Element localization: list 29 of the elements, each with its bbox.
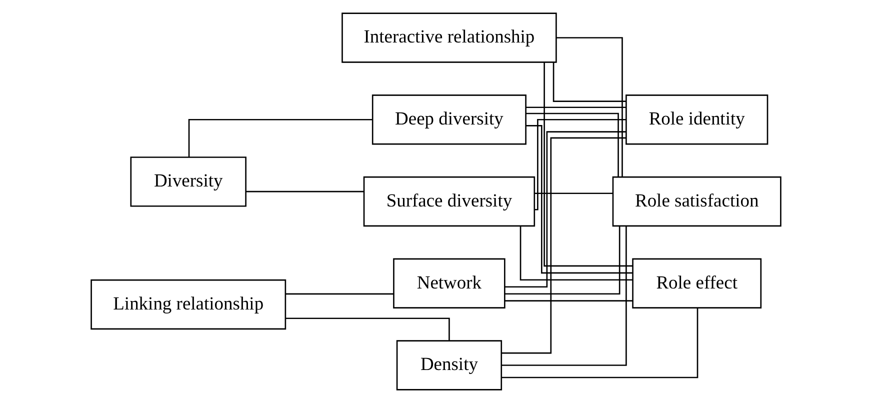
node-box: Deep diversity [372, 94, 526, 145]
connector [504, 131, 626, 288]
connector [188, 118, 373, 158]
node-box: Role identity [626, 94, 768, 145]
connector [502, 308, 698, 378]
connector [526, 125, 632, 274]
connector [285, 293, 394, 295]
node-box: Interactive relationship [342, 12, 557, 63]
connector [552, 62, 626, 102]
connector [520, 226, 633, 281]
connector [544, 62, 633, 267]
connector [502, 137, 626, 354]
connector [526, 106, 626, 108]
connector [285, 318, 450, 341]
node-box: Role satisfaction [612, 176, 782, 227]
connector [534, 192, 613, 194]
node-box: Linking relationship [90, 279, 286, 330]
node-box: Density [396, 340, 502, 390]
connector [534, 118, 626, 210]
node-box: Role effect [632, 258, 762, 308]
connector [246, 190, 364, 192]
node-box: Network [393, 258, 506, 308]
node-box: Diversity [130, 156, 246, 207]
connector [526, 112, 619, 177]
node-box: Surface diversity [363, 176, 536, 227]
connector [505, 226, 620, 295]
connector [504, 300, 633, 302]
connector [556, 37, 623, 177]
connector [502, 226, 627, 366]
